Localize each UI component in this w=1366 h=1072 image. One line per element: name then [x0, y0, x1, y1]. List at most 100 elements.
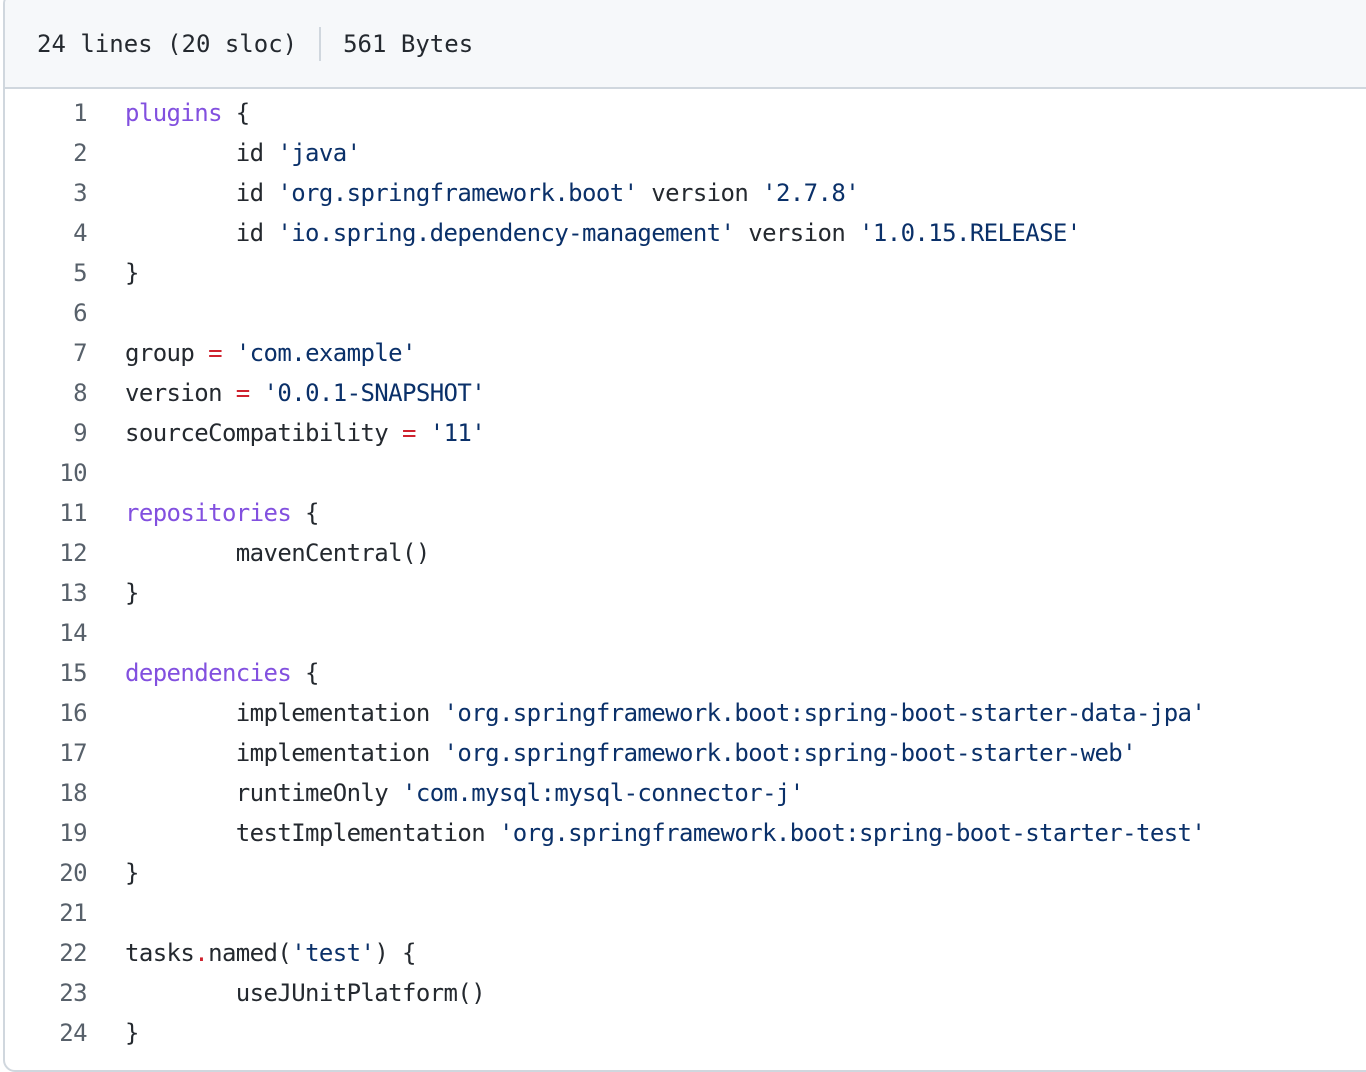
code-token: 'org.springframework.boot:spring-boot-st…: [498, 819, 1206, 847]
code-line: 6: [5, 293, 1366, 333]
code-token: }: [125, 259, 139, 287]
line-number[interactable]: 18: [59, 779, 87, 807]
code-token: =: [235, 379, 250, 407]
code-token: 'org.springframework.boot': [277, 179, 638, 207]
code-token: 'org.springframework.boot:spring-boot-st…: [443, 699, 1206, 727]
code-line: 12 mavenCentral(): [5, 533, 1366, 573]
code-line: 17 implementation 'org.springframework.b…: [5, 733, 1366, 773]
line-number[interactable]: 23: [59, 979, 87, 1007]
code-text: runtimeOnly 'com.mysql:mysql-connector-j…: [87, 773, 804, 813]
line-number[interactable]: 24: [59, 1019, 87, 1047]
code-line: 14: [5, 613, 1366, 653]
code-line: 24}: [5, 1013, 1366, 1053]
code-line: 2 id 'java': [5, 133, 1366, 173]
code-text: }: [87, 1013, 139, 1053]
code-token: named(: [208, 939, 292, 967]
code-token: }: [125, 579, 139, 607]
line-number[interactable]: 2: [73, 139, 87, 167]
code-text: tasks.named('test') {: [87, 933, 416, 973]
code-token: {: [291, 499, 319, 527]
code-line: 8 version = '0.0.1-SNAPSHOT': [5, 373, 1366, 413]
code-text: [87, 893, 125, 933]
header-divider: [319, 26, 322, 61]
file-info-header: 24 lines (20 sloc) 561 Bytes: [5, 0, 1366, 89]
code-token: implementation: [125, 699, 444, 727]
line-number[interactable]: 8: [73, 379, 87, 407]
code-line: 18 runtimeOnly 'com.mysql:mysql-connecto…: [5, 773, 1366, 813]
code-token: '1.0.15.RELEASE': [859, 219, 1081, 247]
line-number[interactable]: 20: [59, 859, 87, 887]
code-text: useJUnitPlatform(): [87, 973, 486, 1013]
code-token: {: [291, 659, 319, 687]
code-token: testImplementation: [125, 819, 499, 847]
line-number[interactable]: 16: [59, 699, 87, 727]
code-token: plugins: [125, 99, 223, 127]
code-token: mavenCentral(): [125, 539, 431, 567]
code-text: implementation 'org.springframework.boot…: [87, 733, 1137, 773]
line-number[interactable]: 3: [73, 179, 87, 207]
code-text: sourceCompatibility = '11': [87, 413, 486, 453]
code-text: id 'org.springframework.boot' version '2…: [87, 173, 860, 213]
code-token: {: [221, 99, 250, 127]
code-line: 4 id 'io.spring.dependency-management' v…: [5, 213, 1366, 253]
code-token: '0.0.1-SNAPSHOT': [263, 379, 486, 407]
code-token: '11': [429, 419, 486, 447]
line-number[interactable]: 19: [59, 819, 87, 847]
code-token: useJUnitPlatform(): [125, 979, 486, 1007]
code-token: .: [194, 939, 209, 967]
code-line: 1 plugins {: [5, 93, 1366, 133]
line-number[interactable]: 15: [59, 659, 87, 687]
code-text: }: [87, 573, 139, 613]
code-text: testImplementation 'org.springframework.…: [87, 813, 1206, 853]
code-text: mavenCentral(): [87, 533, 431, 573]
code-text: [87, 293, 125, 333]
code-token: id: [125, 179, 278, 207]
code-token: version: [125, 379, 236, 407]
code-line: 10: [5, 453, 1366, 493]
line-number[interactable]: 5: [73, 259, 87, 287]
code-text: [87, 453, 125, 493]
file-size-info: 561 Bytes: [343, 29, 474, 58]
code-token: id: [125, 219, 278, 247]
code-line: 16 implementation 'org.springframework.b…: [5, 693, 1366, 733]
line-number[interactable]: 12: [59, 539, 87, 567]
line-number[interactable]: 7: [73, 339, 87, 367]
code-token: 'java': [277, 139, 361, 167]
line-number[interactable]: 17: [59, 739, 87, 767]
code-line: 15 dependencies {: [5, 653, 1366, 693]
code-text: id 'io.spring.dependency-management' ver…: [87, 213, 1081, 253]
code-token: tasks: [125, 939, 195, 967]
code-token: =: [402, 419, 416, 447]
line-number[interactable]: 1: [73, 99, 87, 127]
code-token: runtimeOnly: [125, 779, 402, 807]
code-line: 21: [5, 893, 1366, 933]
code-token: id: [125, 139, 278, 167]
line-number[interactable]: 11: [59, 499, 87, 527]
code-token: dependencies: [125, 659, 292, 687]
code-token: version: [637, 179, 763, 207]
line-number[interactable]: 9: [73, 419, 87, 447]
code-token: ) {: [374, 939, 416, 967]
code-text: [87, 613, 125, 653]
line-number[interactable]: 22: [59, 939, 87, 967]
code-token: 'org.springframework.boot:spring-boot-st…: [443, 739, 1137, 767]
line-number[interactable]: 4: [73, 219, 87, 247]
line-number[interactable]: 14: [59, 619, 87, 647]
code-text: }: [87, 253, 139, 293]
line-number[interactable]: 10: [59, 459, 87, 487]
code-line: 19 testImplementation 'org.springframewo…: [5, 813, 1366, 853]
line-number[interactable]: 13: [59, 579, 87, 607]
code-token: '2.7.8': [762, 179, 860, 207]
code-line: 20}: [5, 853, 1366, 893]
line-number[interactable]: 21: [59, 899, 87, 927]
code-text: implementation 'org.springframework.boot…: [87, 693, 1206, 733]
line-count-info: 24 lines (20 sloc): [37, 29, 298, 58]
code-token: implementation: [125, 739, 444, 767]
code-token: [222, 339, 236, 367]
code-text: id 'java': [87, 133, 361, 173]
line-number[interactable]: 6: [73, 299, 87, 327]
code-token: =: [208, 339, 222, 367]
